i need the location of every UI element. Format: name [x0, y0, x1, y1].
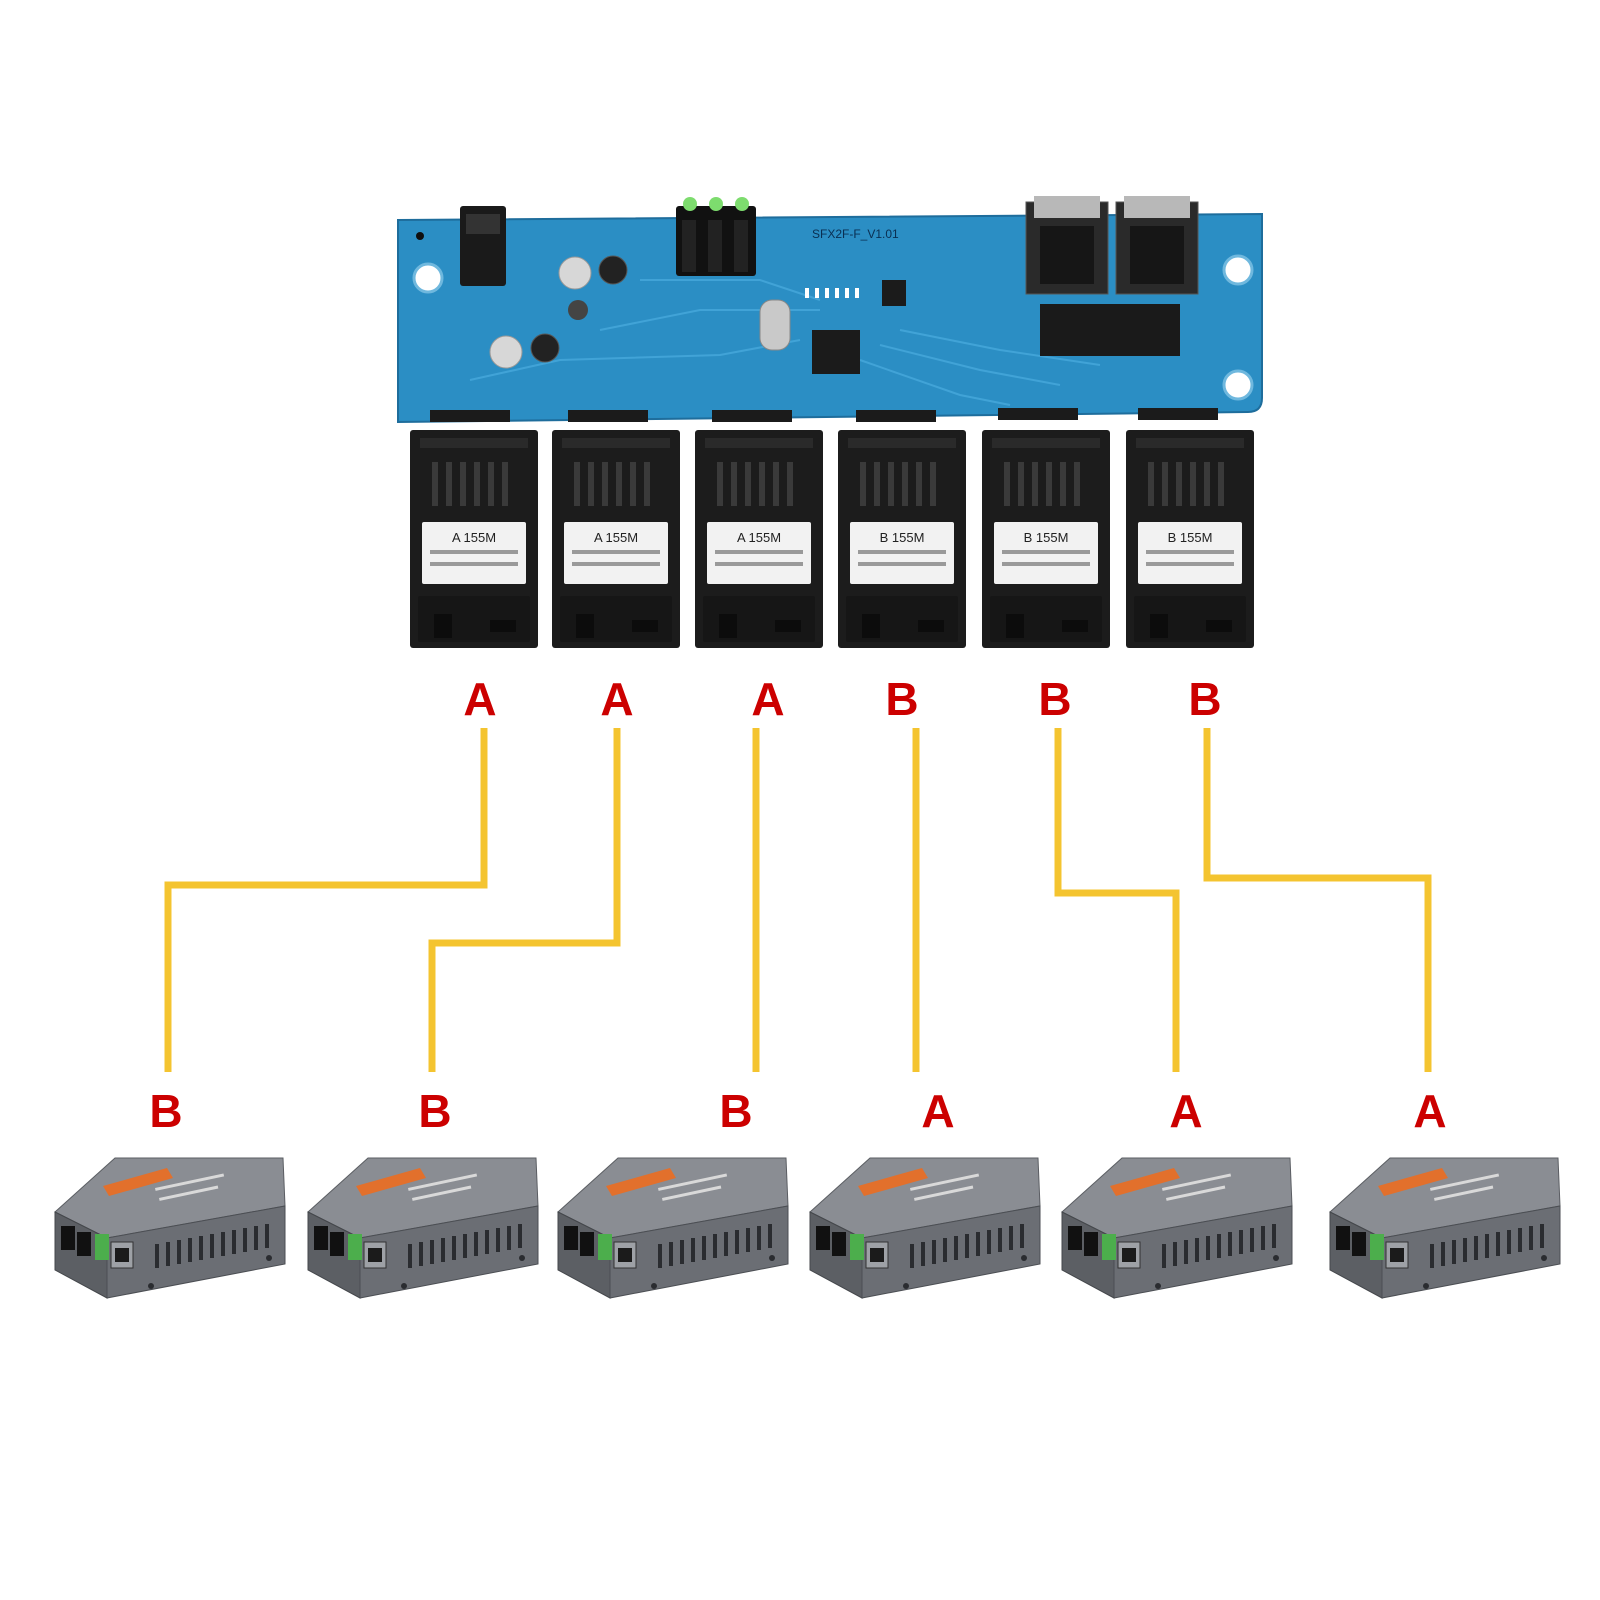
- port-labels: A A A B B B B B B A A A: [149, 673, 1446, 1137]
- media-converter: [809, 1157, 1041, 1299]
- sfp-title: B 155M: [880, 530, 925, 545]
- sfp-module: A 155M: [410, 430, 538, 648]
- mount-hole: [1222, 254, 1254, 286]
- sfp-title: A 155M: [737, 530, 781, 545]
- media-converter: [1329, 1157, 1561, 1299]
- converter-port-label: B: [719, 1085, 752, 1137]
- status-leds: [676, 197, 756, 276]
- converter-port-label: A: [1413, 1085, 1446, 1137]
- fiber-line: [1203, 728, 1432, 1072]
- power-jack: [460, 206, 506, 286]
- sfp-title: B 155M: [1024, 530, 1069, 545]
- fiber-line: [164, 728, 488, 1072]
- sfp-module: B 155M: [1126, 430, 1254, 648]
- sfp-module: A 155M: [552, 430, 680, 648]
- sfp-title: A 155M: [594, 530, 638, 545]
- board-port-label: A: [463, 673, 496, 725]
- converter-port-label: B: [418, 1085, 451, 1137]
- sfp-modules: A 155M A 155M A 155M B 155M B 155M B 155M: [410, 430, 1254, 648]
- media-converter: [557, 1157, 789, 1299]
- media-converters: [54, 1157, 1561, 1299]
- media-converter: [54, 1157, 286, 1299]
- media-converter: [307, 1157, 539, 1299]
- rj45-ports: [1025, 196, 1199, 295]
- board-silkscreen: SFX2F-F_V1.01: [812, 227, 899, 241]
- media-converter: [1061, 1157, 1293, 1299]
- crystal-oscillator: [759, 299, 791, 351]
- magnetics-transformer: [1040, 304, 1180, 356]
- sfp-module: B 155M: [982, 430, 1110, 648]
- mount-hole: [412, 262, 444, 294]
- main-chip: [812, 330, 860, 374]
- board-port-label: A: [600, 673, 633, 725]
- fiber-line: [428, 728, 621, 1072]
- sfp-title: B 155M: [1168, 530, 1213, 545]
- eeprom-chip: [882, 280, 906, 306]
- converter-port-label: A: [921, 1085, 954, 1137]
- board-port-label: B: [885, 673, 918, 725]
- sfp-title: A 155M: [452, 530, 496, 545]
- sfp-module: A 155M: [695, 430, 823, 648]
- mount-hole: [416, 232, 424, 240]
- converter-port-label: B: [149, 1085, 182, 1137]
- fiber-links: [164, 728, 1432, 1072]
- fiber-line: [1054, 728, 1180, 1072]
- mount-hole: [1222, 369, 1254, 401]
- switch-board: SFX2F-F_V1.01: [397, 196, 1263, 424]
- board-port-label: A: [751, 673, 784, 725]
- capacitors: [489, 255, 628, 369]
- board-port-label: B: [1038, 673, 1071, 725]
- board-port-label: B: [1188, 673, 1221, 725]
- converter-port-label: A: [1169, 1085, 1202, 1137]
- sfp-module: B 155M: [838, 430, 966, 648]
- smd-components: [430, 408, 1218, 422]
- header-pins: [805, 288, 859, 298]
